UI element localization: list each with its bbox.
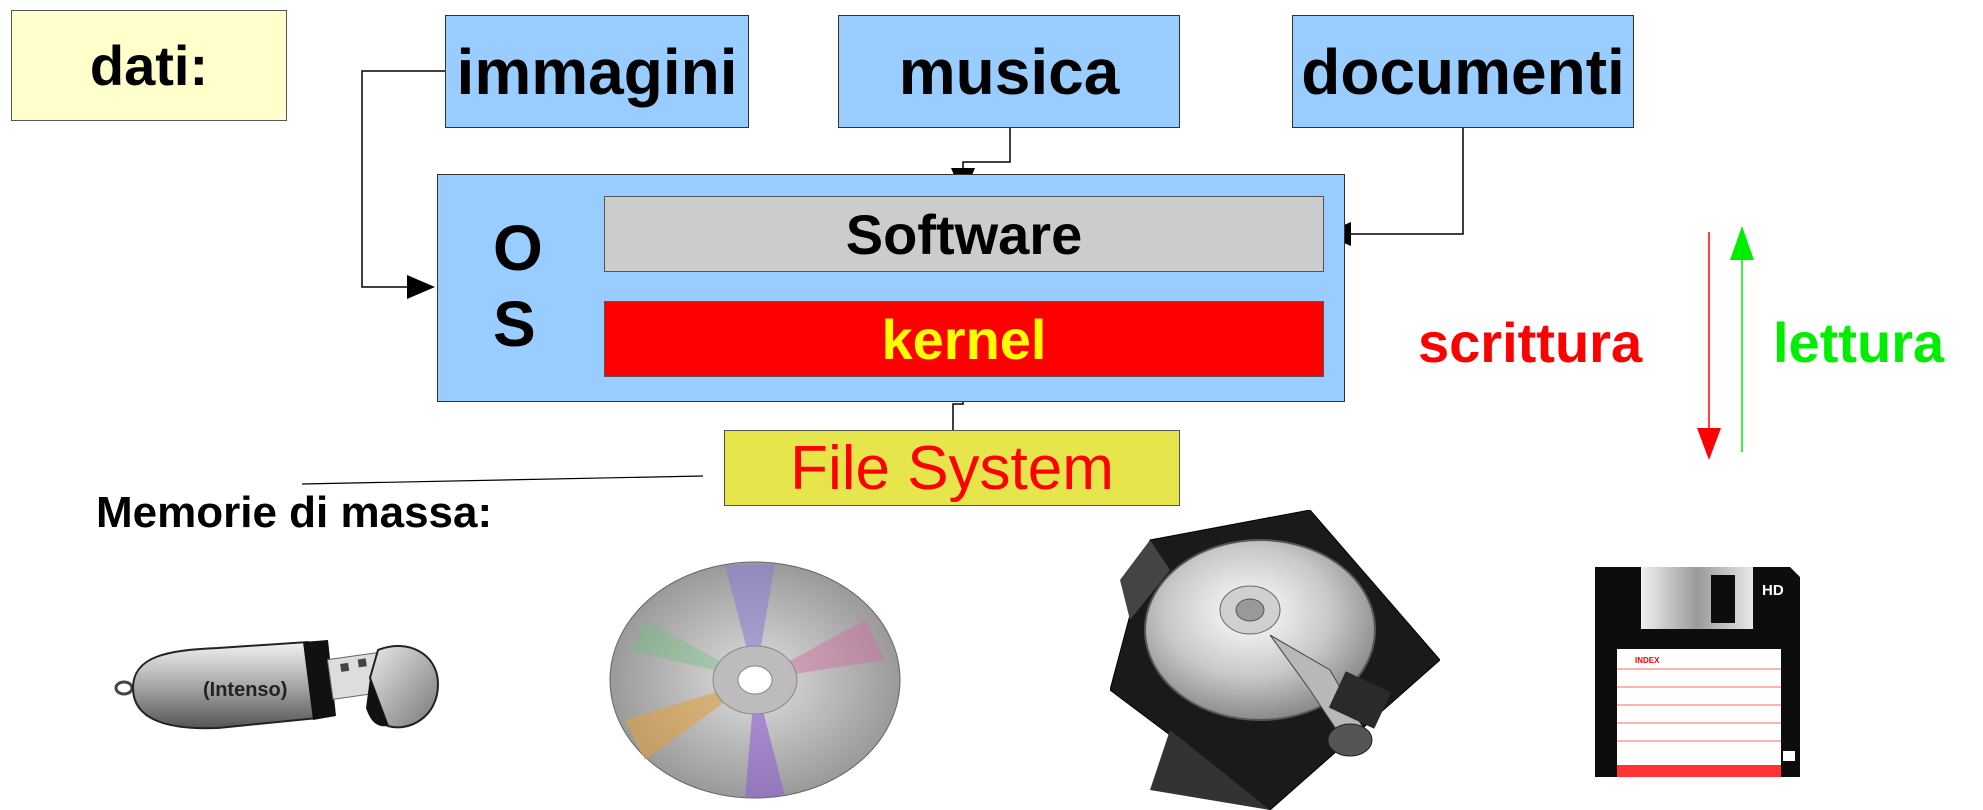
immagini-box: immagini <box>445 15 749 128</box>
arrow-documenti-to-software <box>1323 128 1464 246</box>
dati-box: dati: <box>11 10 287 121</box>
software-box: Software <box>604 196 1324 272</box>
usb-stick-image: (Intenso) <box>114 640 440 730</box>
immagini-label: immagini <box>456 35 738 108</box>
lettura-label: lettura <box>1773 311 1945 374</box>
arrow-immagini-to-os <box>361 70 445 299</box>
software-label: Software <box>845 202 1083 266</box>
lettura-arrowhead <box>1730 226 1754 260</box>
kernel-label: kernel <box>881 307 1047 371</box>
floppy-disk-image: HD INDEX <box>1595 567 1800 777</box>
musica-box: musica <box>838 15 1180 128</box>
dati-label: dati: <box>89 34 209 97</box>
os-label-o: O <box>493 212 543 284</box>
usb-brand-text: (Intenso) <box>203 679 287 701</box>
hard-disk-image <box>1110 510 1440 810</box>
scrittura-arrowhead <box>1697 428 1721 460</box>
os-label-s: S <box>493 288 536 360</box>
documenti-label: documenti <box>1301 35 1625 108</box>
memorie-label: Memorie di massa: <box>96 488 493 537</box>
documenti-box: documenti <box>1292 15 1634 128</box>
musica-label: musica <box>898 35 1120 108</box>
file-system-label: File System <box>790 433 1114 503</box>
floppy-hd-text: HD <box>1762 582 1784 599</box>
floppy-index-text: INDEX <box>1635 656 1660 665</box>
cd-image <box>609 561 901 799</box>
line-filesystem-memorie <box>301 475 704 485</box>
kernel-box: kernel <box>604 301 1324 377</box>
file-system-box: File System <box>724 430 1180 506</box>
scrittura-label: scrittura <box>1418 311 1643 374</box>
